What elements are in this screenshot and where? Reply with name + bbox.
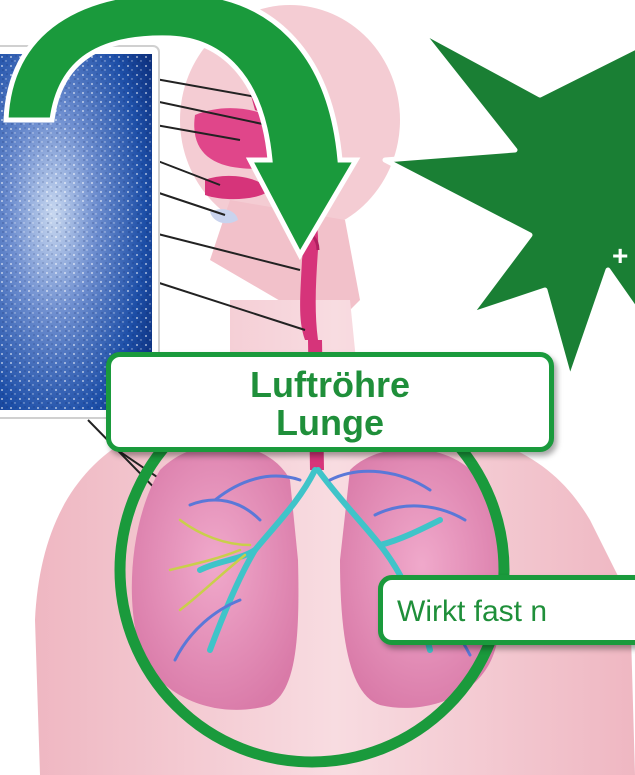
effect-label-box: Wirkt fast n — [378, 575, 635, 645]
plus-sign: + — [612, 240, 628, 272]
organ-label-box: Luftröhre Lunge — [106, 352, 554, 452]
organ-label-lung: Lunge — [111, 404, 549, 442]
star-burst-icon — [385, 30, 635, 380]
organ-label-trachea: Luftröhre — [111, 366, 549, 404]
